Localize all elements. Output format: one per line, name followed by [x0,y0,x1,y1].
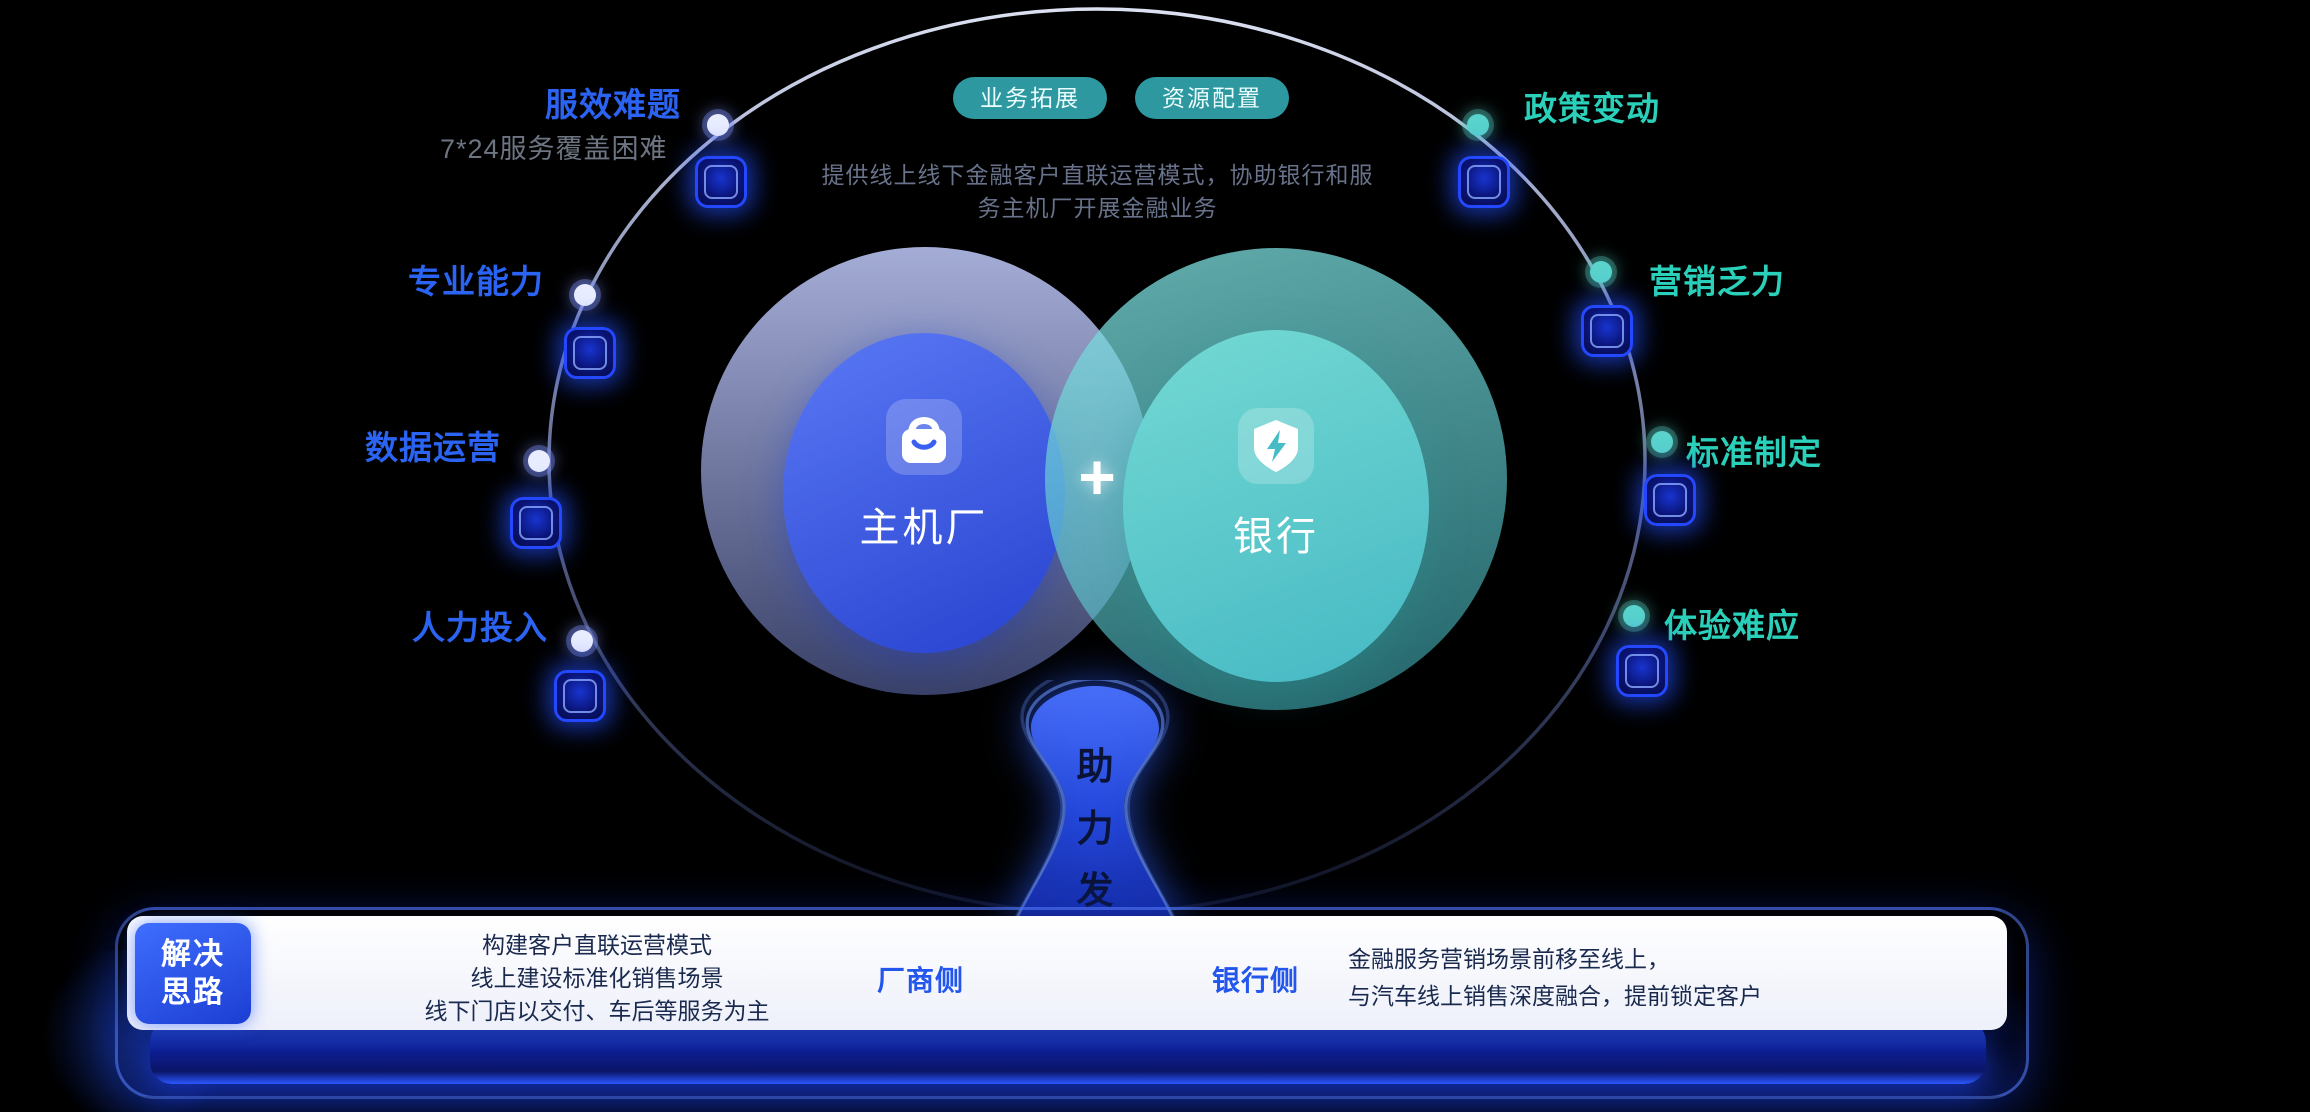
orbit-dot [571,630,593,652]
pain-point-label: 标准制定 [1686,434,1822,471]
glow-chip-icon [554,670,606,722]
bank-label: 银行 [1233,515,1319,559]
plus-sign: + [1078,441,1116,513]
orbit-dot [528,450,550,472]
shopping-bag-icon [886,399,962,475]
trophy-char: 助 [1076,746,1114,787]
orbit-dot [1623,605,1645,627]
trophy-char: 力 [1076,808,1114,849]
pill-resource-allocation: 资源配置 [1135,77,1289,119]
top-pills: 业务拓展 资源配置 [953,77,1289,119]
pain-point-label: 专业能力 [408,263,544,300]
pain-point-label: 体验难应 [1664,607,1800,644]
orbit-dot [707,114,729,136]
oem-circle: 主机厂 [783,333,1065,653]
top-description: 提供线上线下金融客户直联运营模式，协助银行和服 务主机厂开展金融业务 [640,159,1555,225]
shield-lightning-icon [1238,408,1314,484]
description-line: 务主机厂开展金融业务 [977,195,1218,221]
bank-circle: 银行 [1123,330,1429,682]
orbit-dot [574,284,596,306]
pain-point-label: 政策变动 [1524,90,1660,127]
pain-point-label: 数据运营 [365,429,501,466]
glow-chip-icon [510,497,562,549]
pain-point-label: 营销乏力 [1649,263,1785,300]
solution-platform [150,1020,1986,1084]
solution-line: 线上建设标准化销售场景 [470,965,724,991]
solution-badge-line: 思路 [161,975,225,1009]
bank-solution-text: 金融服务营销场景前移至线上， 与汽车线上销售深度融合，提前锁定客户 [1348,941,1762,1015]
solution-bar [127,916,2007,1030]
solution-line: 金融服务营销场景前移至线上， [1348,946,1670,972]
glow-chip-icon [1644,474,1696,526]
manufacturer-solution-text: 构建客户直联运营模式 线上建设标准化销售场景 线下门店以交付、车后等服务为主 [357,929,837,1028]
orbit-dot [1590,261,1612,283]
solution-badge-line: 解决 [161,937,225,971]
glow-chip-icon [1458,156,1510,208]
pain-point-label: 服效难题 [545,86,681,123]
trophy-char: 发 [1076,870,1114,911]
pain-point-sublabel: 7*24服务覆盖困难 [440,134,668,164]
solution-line: 线下门店以交付、车后等服务为主 [424,998,770,1024]
solution-line: 构建客户直联运营模式 [482,932,712,958]
pain-point-label: 人力投入 [412,609,548,646]
solution-badge: 解决 思路 [135,923,251,1024]
orbit-dot [1651,431,1673,453]
glow-chip-icon [695,156,747,208]
description-line: 提供线上线下金融客户直联运营模式，协助银行和服 [821,162,1374,188]
oem-label: 主机厂 [859,506,989,550]
glow-chip-icon [1581,305,1633,357]
bank-side-label: 银行侧 [1212,965,1300,996]
glow-chip-icon [564,327,616,379]
glow-chip-icon [1616,645,1668,697]
solution-line: 与汽车线上销售深度融合，提前锁定客户 [1348,983,1762,1009]
pill-business-expansion: 业务拓展 [953,77,1107,119]
orbit-dot [1467,114,1489,136]
manufacturer-side-label: 厂商侧 [877,965,965,996]
